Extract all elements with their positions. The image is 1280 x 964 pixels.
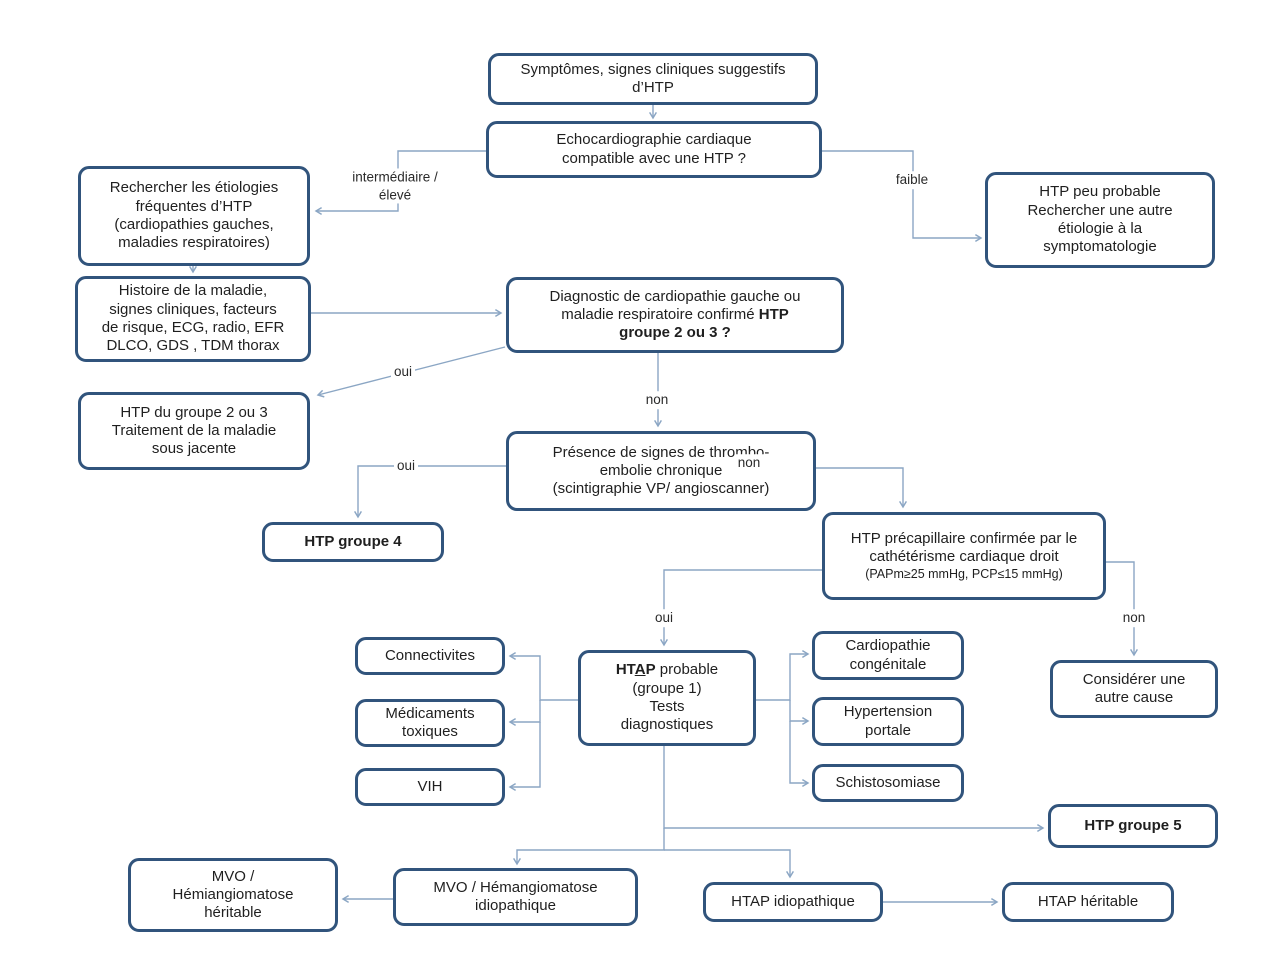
- edge-label-oui-thrombo: oui: [393, 457, 419, 475]
- node-htap-heritable: HTAP héritable: [1002, 882, 1174, 922]
- node-mvo-hemangiomatose-idiopathique: MVO / Hémangiomatose idiopathique: [393, 868, 638, 926]
- node-symptoms: Symptômes, signes cliniques suggestifs d…: [488, 53, 818, 105]
- node-echocardiographie: Echocardiographie cardiaque compatible a…: [486, 121, 822, 178]
- edge-htap-htap-idiopathique: [664, 849, 795, 879]
- edge-thrombo-precapillaire: [816, 467, 908, 509]
- edge-label-non-thrombo: non: [734, 454, 764, 472]
- edge-label-oui-precap: oui: [651, 609, 677, 627]
- node-hypertension-portale: Hypertension portale: [812, 697, 964, 746]
- edge-htap-hypertension: [789, 700, 810, 726]
- node-rechercher-etiologies: Rechercher les étiologies fréquentes d’H…: [78, 166, 310, 266]
- node-diagnostic-groupe-2-3: Diagnostic de cardiopathie gauche ou mal…: [506, 277, 844, 353]
- node-cardiopathie-congenitale: Cardiopathie congénitale: [812, 631, 964, 680]
- edge-precapillaire-htap-probable: [659, 569, 822, 647]
- node-thromboembolie: Présence de signes de thrombo- embolie c…: [506, 431, 816, 511]
- node-htp-du-groupe-2-3: HTP du groupe 2 ou 3 Traitement de la ma…: [78, 392, 310, 470]
- edge-htap-medicaments: [508, 700, 541, 727]
- node-connectivites: Connectivites: [355, 637, 505, 675]
- edge-htap-cardiopathie: [756, 649, 810, 701]
- node-htp-precapillaire: HTP précapillaire confirmée par le cathé…: [822, 512, 1106, 600]
- node-htp-groupe-4: HTP groupe 4: [262, 522, 444, 562]
- edge-label-non-precap: non: [1119, 609, 1149, 627]
- edge-label-non-groupe23: non: [642, 391, 672, 409]
- precapillaire-measures: (PAPm≥25 mmHg, PCP≤15 mmHg): [865, 566, 1063, 581]
- node-medicaments-toxiques: Médicaments toxiques: [355, 699, 505, 747]
- edge-echo-htp-peu-probable: [822, 150, 983, 243]
- edge-label-oui-groupe23: oui: [390, 363, 416, 381]
- node-considerer-autre-cause: Considérer une autre cause: [1050, 660, 1218, 718]
- node-htap-probable: HTAP probable (groupe 1) Tests diagnosti…: [578, 650, 756, 746]
- diagnostic-text: Diagnostic de cardiopathie gauche ou mal…: [549, 287, 801, 323]
- edge-htap-schistosomiase: [789, 721, 810, 788]
- node-mvo-hemiangiomatose-heritable: MVO / Hémiangiomatose héritable: [128, 858, 338, 932]
- edge-htap-vih: [508, 722, 541, 792]
- node-vih: VIH: [355, 768, 505, 806]
- edge-label-faible: faible: [892, 171, 932, 189]
- node-htp-peu-probable: HTP peu probable Rechercher une autre ét…: [985, 172, 1215, 268]
- node-schistosomiase: Schistosomiase: [812, 764, 964, 802]
- diagnostic-bold-text: HTP groupe 2 ou 3 ?: [619, 305, 789, 342]
- edge-thrombo-htp-groupe4: [353, 465, 506, 519]
- node-histoire-maladie: Histoire de la maladie, signes cliniques…: [75, 276, 311, 362]
- edge-label-intermediaire-eleve: intermédiaire / élevé: [349, 168, 441, 204]
- node-htap-idiopathique: HTAP idiopathique: [703, 882, 883, 922]
- edge-htap-mvo-idiopathique: [512, 828, 665, 866]
- edge-htap-connectivites: [508, 651, 578, 701]
- node-htp-groupe-5: HTP groupe 5: [1048, 804, 1218, 848]
- precapillaire-text: HTP précapillaire confirmée par le cathé…: [850, 530, 1078, 566]
